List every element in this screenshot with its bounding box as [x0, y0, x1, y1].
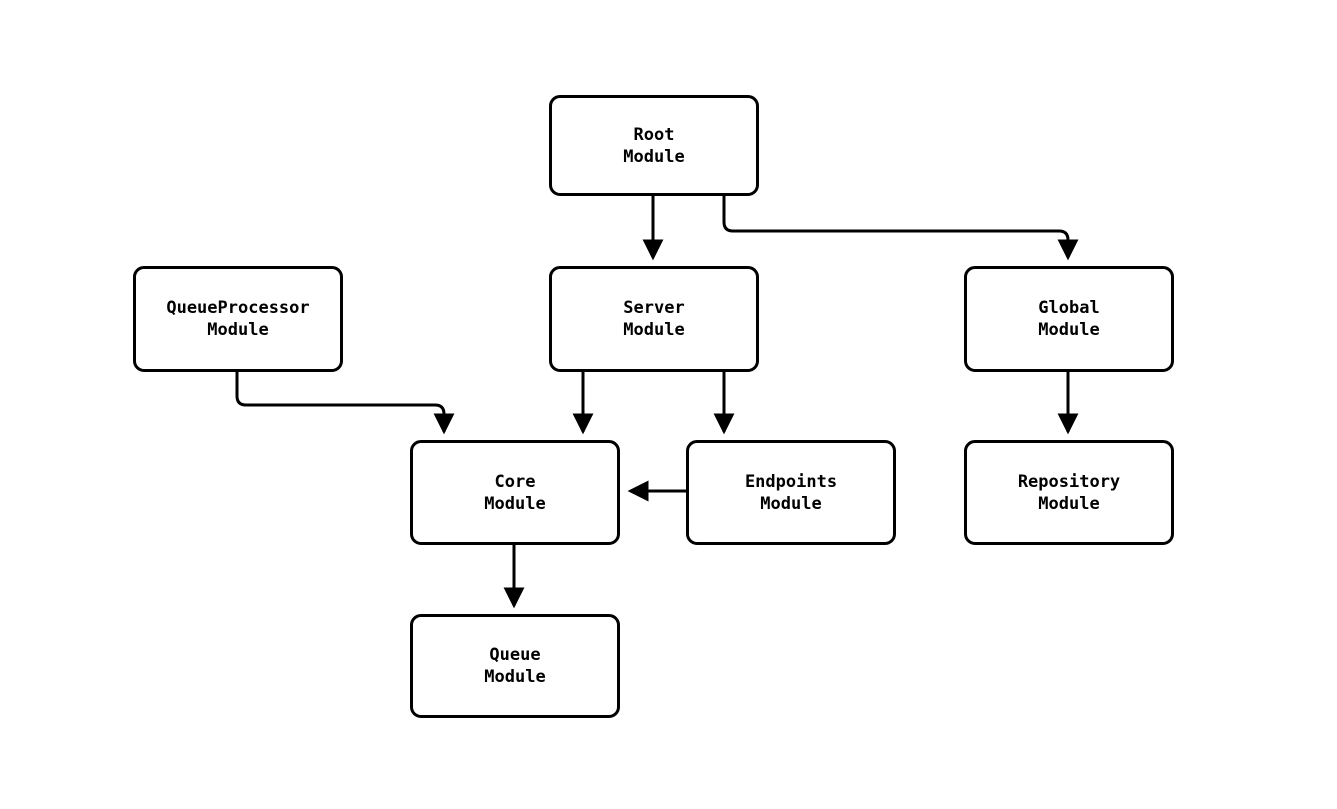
node-repository-name: Repository — [1017, 471, 1121, 492]
node-root-suffix: Module — [623, 146, 685, 167]
node-repository-suffix: Module — [1038, 493, 1100, 514]
node-core-name: Core — [494, 471, 536, 492]
node-root-name: Root — [633, 124, 675, 145]
node-global-name: Global — [1038, 298, 1100, 318]
node-queue-name: Queue — [489, 645, 541, 665]
node-queueprocessor-name: QueueProcessor — [166, 298, 310, 318]
node-global-suffix: Module — [1038, 320, 1100, 340]
edge-queueprocessor-core — [235, 372, 455, 435]
node-queueprocessor-suffix: Module — [207, 320, 269, 340]
node-endpoints-name: Endpoints — [744, 471, 838, 492]
node-server-suffix: Module — [623, 320, 685, 340]
node-endpoints-suffix: Module — [760, 493, 822, 514]
node-core-suffix: Module — [484, 493, 546, 514]
node-server-name: Server — [623, 298, 685, 318]
node-queue-suffix: Module — [484, 667, 546, 687]
edges-group — [235, 196, 1079, 609]
edge-root-global — [722, 196, 1079, 261]
